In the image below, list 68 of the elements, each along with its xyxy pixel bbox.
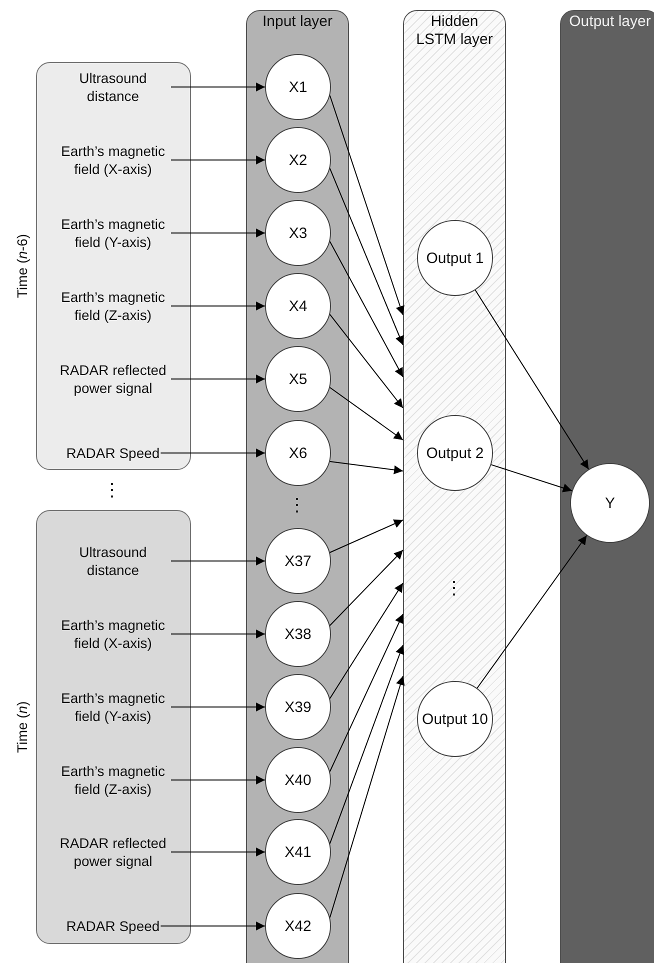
sensor-label: RADAR Speed: [66, 917, 160, 935]
ellipsis-mark: ⋮: [445, 578, 463, 598]
sensor-label: Earth’s magnetic field (X-axis): [56, 616, 170, 652]
neuron-circle: X4: [265, 273, 331, 339]
arrow: [490, 464, 572, 492]
arrow: [170, 302, 266, 310]
arrow: [170, 82, 266, 92]
arrow: [170, 556, 266, 566]
neuron-circle: X1: [265, 54, 331, 120]
arrow: [474, 290, 590, 470]
layer-title: Input layer: [262, 13, 333, 31]
sensor-label: Earth’s magnetic field (Z-axis): [56, 762, 170, 798]
arrow: [170, 630, 266, 638]
neuron-circle: X40: [265, 747, 331, 813]
sensor-label: Ultrasound distance: [56, 543, 170, 579]
arrow: [329, 644, 404, 844]
arrow: [329, 94, 404, 316]
neuron-circle: X3: [265, 200, 331, 266]
ellipsis-mark: ⋮: [103, 480, 121, 500]
sensor-label: RADAR Speed: [66, 444, 160, 462]
neuron-circle: X39: [265, 674, 331, 740]
neuron-circle: Output 10: [417, 681, 493, 757]
arrow: [160, 922, 266, 930]
layer-title: Hidden LSTM layer: [415, 13, 494, 49]
arrow: [329, 520, 404, 554]
arrow: [329, 582, 404, 700]
time-step-label: Time (n): [14, 701, 30, 753]
neuron-circle: X37: [265, 528, 331, 594]
neuron-circle: X6: [265, 420, 331, 486]
time-step-label: Time (n-6): [14, 234, 30, 298]
neuron-circle: X41: [265, 819, 331, 885]
arrow: [329, 460, 404, 474]
arrow: [170, 702, 266, 712]
arrow: [329, 386, 404, 440]
neuron-circle: X2: [265, 127, 331, 193]
neuron-circle: X5: [265, 346, 331, 412]
layer-band: [403, 10, 506, 963]
arrow: [329, 168, 404, 346]
ellipsis-mark: ⋮: [288, 495, 306, 515]
sensor-label: Earth’s magnetic field (Y-axis): [56, 215, 170, 251]
arrow: [329, 676, 405, 918]
neuron-circle: X38: [265, 601, 331, 667]
arrow: [170, 374, 266, 384]
time-step-panel: [36, 510, 191, 944]
arrow: [160, 448, 266, 458]
sensor-label: RADAR reflected power signal: [56, 834, 170, 870]
layer-band: [560, 10, 654, 963]
sensor-label: Earth’s magnetic field (Y-axis): [56, 689, 170, 725]
neuron-circle: Output 2: [417, 415, 493, 491]
sensor-label: RADAR reflected power signal: [56, 361, 170, 397]
arrow: [170, 848, 266, 856]
arrow: [476, 535, 588, 689]
arrow: [329, 240, 404, 378]
sensor-label: Ultrasound distance: [56, 69, 170, 105]
arrow: [329, 314, 404, 408]
time-step-panel: [36, 62, 191, 470]
arrow: [170, 228, 266, 238]
arrow: [170, 776, 266, 784]
layer-title: Output layer: [569, 13, 651, 31]
arrow: [329, 550, 404, 626]
sensor-label: Earth’s magnetic field (X-axis): [56, 142, 170, 178]
sensor-label: Earth’s magnetic field (Z-axis): [56, 288, 170, 324]
neuron-circle: Y: [570, 463, 650, 543]
neuron-circle: X42: [265, 893, 331, 959]
layer-band: [246, 10, 349, 963]
arrow: [170, 156, 266, 164]
neuron-circle: Output 1: [417, 220, 493, 296]
arrow: [329, 614, 404, 772]
